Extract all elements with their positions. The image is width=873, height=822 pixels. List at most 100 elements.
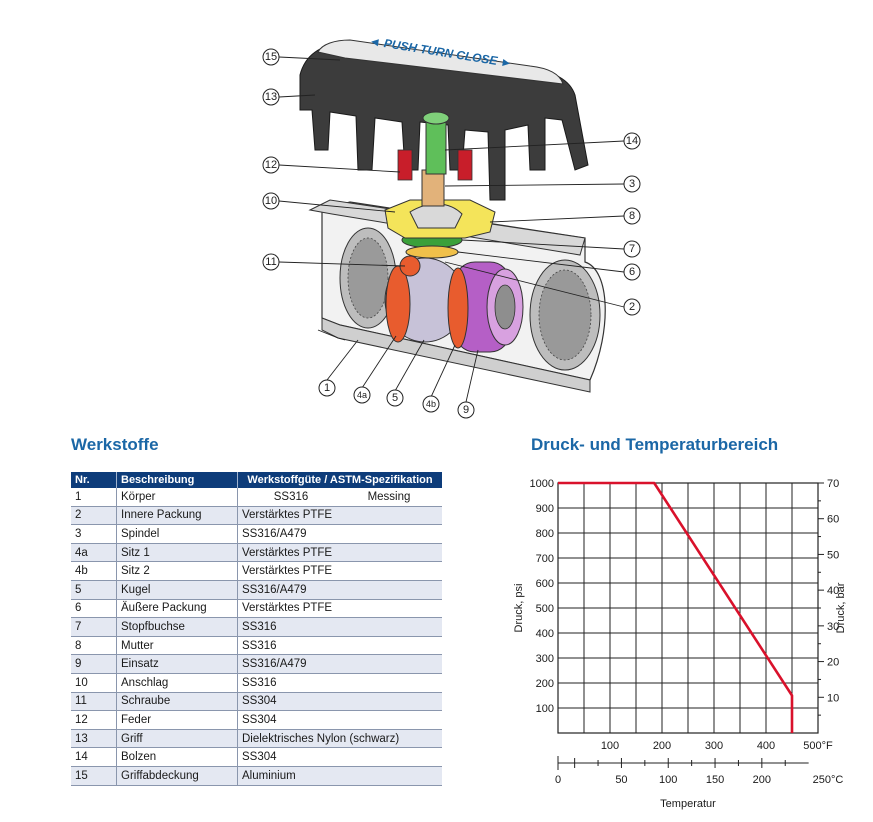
svg-text:14: 14	[626, 135, 638, 147]
y-tick-label-bar: 50	[827, 549, 839, 561]
callout-7: 7	[623, 240, 641, 258]
y-axis-title-bar: Druck, bar	[835, 582, 847, 633]
cell-nr: 14	[71, 747, 117, 767]
x-tick-label-f: 200	[653, 740, 671, 752]
callout-3: 3	[623, 175, 641, 193]
cell-material: SS316/A479	[237, 524, 442, 544]
callout-4b: 4b	[422, 395, 440, 413]
cell-nr: 13	[71, 729, 117, 749]
callout-9: 9	[457, 401, 475, 419]
inner-packing	[405, 245, 459, 259]
x-tick-label-c: 0	[555, 774, 561, 786]
y-tick-label-psi: 900	[536, 503, 554, 515]
cell-nr: 7	[71, 617, 117, 637]
x-tick-label-f: 100	[601, 740, 619, 752]
cell-nr: 12	[71, 710, 117, 730]
cell-description: Einsatz	[116, 654, 238, 674]
callout-14: 14	[623, 132, 641, 150]
cell-material: SS316/A479	[237, 654, 442, 674]
cell-nr: 9	[71, 654, 117, 674]
y-tick-label-bar: 30	[827, 621, 839, 633]
y-tick-label-psi: 800	[536, 528, 554, 540]
svg-text:9: 9	[463, 404, 469, 416]
svg-text:5: 5	[392, 392, 398, 404]
callout-4a: 4a	[353, 386, 371, 404]
cell-material: SS316	[237, 617, 442, 637]
callout-1: 1	[318, 379, 336, 397]
cell-material: SS304	[237, 747, 442, 767]
y-tick-label-psi: 700	[536, 553, 554, 565]
x-tick-label-f: 400	[757, 740, 775, 752]
y-tick-label-psi: 400	[536, 628, 554, 640]
spring-right	[457, 149, 473, 181]
insert	[454, 261, 524, 353]
x-axis-title: Temperatur	[660, 798, 716, 810]
cell-description: Sitz 2	[116, 561, 238, 581]
seat-2	[447, 267, 469, 349]
y-tick-label-psi: 200	[536, 678, 554, 690]
cell-nr: 10	[71, 673, 117, 693]
svg-text:3: 3	[629, 178, 635, 190]
valve-cutaway-diagram: ◄ PUSH TURN CLOSE ► 15 13 12 10 11 14 3 …	[262, 34, 641, 419]
y-axis-title-psi: Druck, psi	[513, 584, 525, 633]
callout-2: 2	[623, 298, 641, 316]
cell-description: Körper	[116, 488, 238, 507]
stem	[421, 169, 445, 207]
svg-text:2: 2	[629, 301, 635, 313]
cell-nr: 4b	[71, 561, 117, 581]
svg-text:13: 13	[265, 91, 277, 103]
y-tick-label-bar: 70	[827, 478, 839, 490]
cell-material: SS316	[237, 673, 442, 693]
cell-nr: 6	[71, 599, 117, 619]
chart-series	[558, 481, 794, 733]
x-unit-c: 250°C	[813, 774, 844, 786]
x-tick-label-c: 200	[753, 774, 771, 786]
cell-nr: 8	[71, 636, 117, 656]
y-tick-label-psi: 1000	[530, 478, 554, 490]
header-material: Werkstoffgüte / ASTM-Spezifikation	[237, 472, 442, 488]
header-nr: Nr.	[71, 472, 117, 488]
x-tick-label-c: 150	[706, 774, 724, 786]
cell-description: Mutter	[116, 636, 238, 656]
x-tick-label-c: 100	[659, 774, 677, 786]
cell-nr: 11	[71, 692, 117, 712]
svg-text:7: 7	[629, 243, 635, 255]
cell-description: Griffabdeckung	[116, 766, 238, 786]
svg-text:6: 6	[629, 266, 635, 278]
chart-axes	[557, 482, 824, 770]
cell-description: Feder	[116, 710, 238, 730]
cell-material: Verstärktes PTFE	[237, 543, 442, 563]
cell-nr: 5	[71, 580, 117, 600]
cell-material: Aluminium	[237, 766, 442, 786]
x-unit-f: 500°F	[803, 740, 833, 752]
cell-description: Sitz 1	[116, 543, 238, 563]
svg-text:1: 1	[324, 382, 330, 394]
callout-6: 6	[623, 263, 641, 281]
svg-text:11: 11	[265, 256, 276, 268]
cell-nr: 4a	[71, 543, 117, 563]
y-tick-label-bar: 20	[827, 657, 839, 669]
cell-material: SS316	[237, 636, 442, 656]
y-tick-label-psi: 100	[536, 703, 554, 715]
table-header-row: Nr. Beschreibung Werkstoffgüte / ASTM-Sp…	[71, 472, 442, 488]
seat-1	[385, 265, 411, 343]
material-value-alt: Messing	[367, 490, 411, 503]
callout-15: 15	[262, 48, 280, 66]
cell-material: SS316/A479	[237, 580, 442, 600]
materials-table: Nr. Beschreibung Werkstoffgüte / ASTM-Sp…	[71, 472, 442, 786]
chart-labels: 1002003004005006007008009001000102030405…	[513, 478, 847, 810]
material-value: SS316	[273, 490, 309, 503]
cell-material: Dielektrisches Nylon (schwarz)	[237, 729, 442, 749]
